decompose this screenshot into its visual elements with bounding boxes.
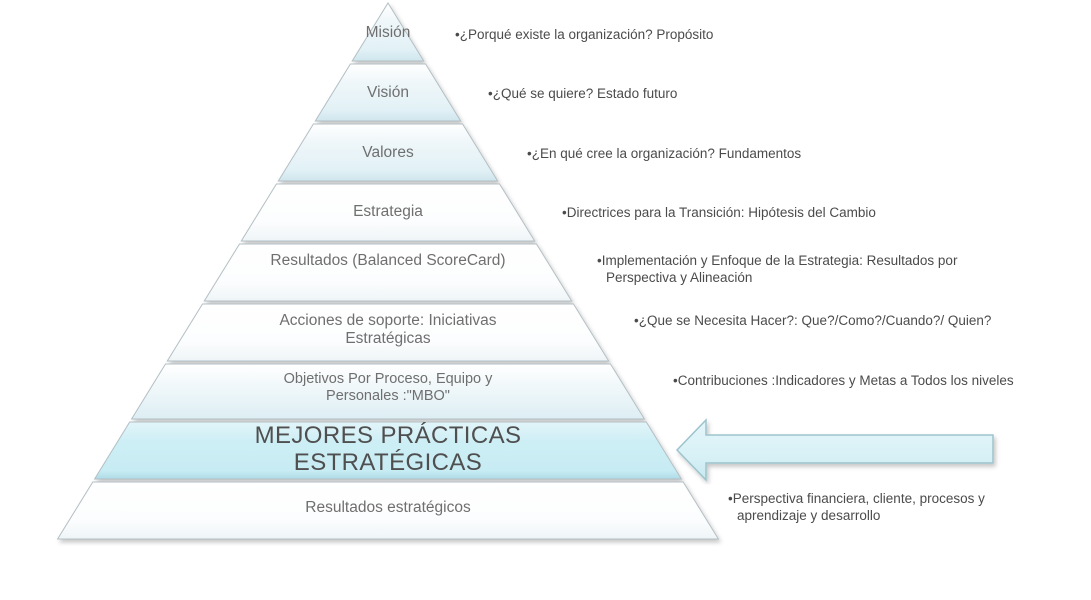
annotation-text: ¿Que se Necesita Hacer?: Que?/Como?/Cuan…	[638, 313, 992, 328]
level-annotation-valores: •¿En qué cree la organización? Fundament…	[527, 145, 866, 162]
bullet-glyph: •	[673, 373, 678, 388]
pyramid-level-2-shape	[314, 63, 462, 122]
annotation-text: ¿Qué se quiere? Estado futuro	[492, 86, 678, 101]
left-block-arrow-icon	[675, 418, 994, 482]
bullet-glyph: •	[562, 205, 567, 220]
annotation-text: Contribuciones :Indicadores y Metas a To…	[677, 373, 1014, 388]
pyramid-level-1-shape	[351, 2, 425, 62]
level-annotation-resultados-bsc: •Implementación y Enfoque de la Estrateg…	[597, 252, 1010, 286]
pyramid-level-label-objetivos: Objetivos Por Proceso, Equipo y Personal…	[283, 371, 493, 405]
pyramid-level-label-resultados-bsc: Resultados (Balanced ScoreCard)	[270, 252, 506, 269]
bullet-glyph: •	[597, 253, 602, 268]
level-annotation-resultados-estrategicos: •Perspectiva financiera, cliente, proces…	[728, 490, 1037, 524]
pyramid-level-label-estrategia: Estrategia	[353, 203, 423, 220]
level-annotation-acciones: •¿Que se Necesita Hacer?: Que?/Como?/Cua…	[634, 312, 1021, 329]
pyramid-level-6-shape	[166, 303, 610, 362]
pyramid-level-5-shape	[203, 243, 573, 302]
level-annotation-mision: •¿Porqué existe la organización? Propósi…	[455, 26, 764, 43]
pyramid-level-8-shape	[93, 421, 683, 480]
annotation-text: ¿Porqué existe la organización? Propósit…	[459, 27, 714, 42]
pyramid-level-label-vision: Visión	[367, 84, 409, 101]
pyramid-level-label-mejores-practicas: MEJORES PRÁCTICAS ESTRATÉGICAS	[254, 422, 522, 476]
bullet-glyph: •	[455, 27, 460, 42]
pyramid-level-4-shape	[240, 183, 536, 242]
bullet-glyph: •	[527, 146, 532, 161]
pyramid-level-9-shape	[56, 481, 720, 540]
pyramid-level-label-resultados-estrategicos: Resultados estratégicos	[305, 499, 471, 516]
annotation-text: Implementación y Enfoque de la Estrategi…	[601, 253, 958, 285]
annotation-text: Perspectiva financiera, cliente, proceso…	[732, 491, 985, 523]
bullet-glyph: •	[634, 313, 639, 328]
pyramid-level-7-shape	[130, 363, 646, 420]
bullet-glyph: •	[728, 491, 733, 506]
bullet-glyph: •	[488, 86, 493, 101]
level-annotation-objetivos: •Contribuciones :Indicadores y Metas a T…	[673, 372, 1022, 389]
annotation-text: Directrices para la Transición: Hipótesi…	[566, 205, 876, 220]
pyramid-level-label-valores: Valores	[362, 144, 414, 161]
pyramid-level-label-mision: Misión	[365, 24, 411, 41]
pyramid-level-3-shape	[277, 123, 499, 182]
level-annotation-estrategia: •Directrices para la Transición: Hipótes…	[562, 204, 943, 221]
pyramid-level-label-acciones: Acciones de soporte: Iniciativas Estraté…	[279, 312, 497, 348]
level-annotation-vision: •¿Qué se quiere? Estado futuro	[488, 85, 777, 102]
annotation-text: ¿En qué cree la organización? Fundamento…	[531, 146, 802, 161]
